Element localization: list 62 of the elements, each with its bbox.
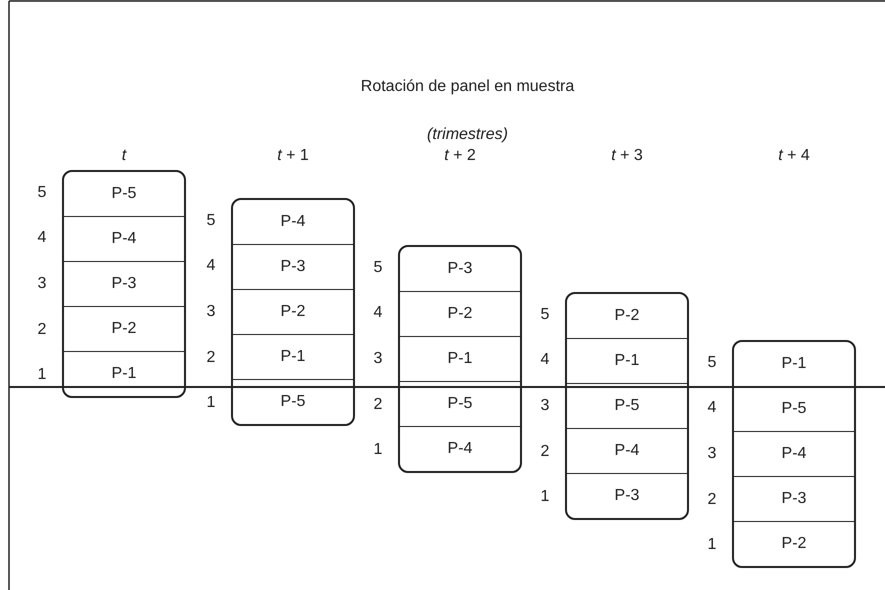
row-number: 2 <box>540 442 550 461</box>
panel-box <box>398 245 522 473</box>
panel-row: P-4 <box>64 216 184 261</box>
panel-row: P-2 <box>64 306 184 351</box>
row-number: 1 <box>206 394 216 412</box>
row-number: 2 <box>36 320 48 339</box>
panel-row: P-5 <box>400 381 520 426</box>
panel-row: P-1 <box>233 334 353 379</box>
panel-row: P-3 <box>567 473 687 518</box>
subtitle: (trimestres) <box>426 126 509 144</box>
panel-row: P-4 <box>233 200 353 244</box>
panel-row: P-3 <box>734 476 854 521</box>
period-header: t + 3 <box>610 147 644 165</box>
panel-row: P-2 <box>400 291 520 336</box>
panel-row: P-4 <box>400 426 520 471</box>
panel-row: P-5 <box>233 379 353 424</box>
panel-row: P-4 <box>734 431 854 476</box>
row-number: 2 <box>706 490 718 509</box>
panel-box <box>231 198 355 426</box>
row-number: 4 <box>206 257 216 276</box>
row-number: 3 <box>36 275 48 293</box>
period-header: t + 1 <box>276 147 310 165</box>
row-number: 1 <box>540 488 550 506</box>
row-number: 4 <box>540 351 550 370</box>
panel-row: P-5 <box>567 383 687 428</box>
row-number: 3 <box>540 397 550 415</box>
period-header: t + 4 <box>777 147 811 165</box>
panel-row: P-3 <box>400 247 520 291</box>
panel-box <box>62 170 186 398</box>
panel-row: P-2 <box>233 289 353 334</box>
diagram-title: Rotación de panel en muestra <box>360 78 576 96</box>
panel-row: P-1 <box>64 351 184 396</box>
panel-box <box>732 340 856 568</box>
row-number: 5 <box>540 306 550 324</box>
panel-row: P-1 <box>734 342 854 386</box>
row-number: 4 <box>372 304 384 322</box>
row-number: 5 <box>36 184 48 202</box>
row-number: 4 <box>706 399 718 418</box>
row-number: 2 <box>206 348 216 367</box>
row-number: 1 <box>372 441 384 460</box>
panel-row: P-1 <box>400 336 520 381</box>
row-number: 3 <box>206 303 216 321</box>
row-number: 5 <box>206 212 216 230</box>
panel-row: P-4 <box>567 428 687 473</box>
row-number: 5 <box>372 258 384 277</box>
period-header: t + 2 <box>443 147 477 165</box>
row-number: 2 <box>372 396 384 414</box>
row-number: 3 <box>706 445 718 463</box>
panel-box <box>565 292 689 520</box>
row-number: 1 <box>706 536 718 554</box>
panel-row: P-5 <box>734 386 854 431</box>
panel-row: P-3 <box>233 244 353 289</box>
row-number: 4 <box>36 229 48 248</box>
panel-row: P-3 <box>64 261 184 306</box>
panel-row: P-2 <box>734 521 854 566</box>
row-number: 3 <box>372 350 384 368</box>
panel-row: P-2 <box>567 294 687 338</box>
period-header: t <box>120 147 128 165</box>
panel-row: P-1 <box>567 338 687 383</box>
panel-row: P-5 <box>64 172 184 216</box>
row-number: 1 <box>36 366 48 384</box>
row-number: 5 <box>706 354 718 372</box>
